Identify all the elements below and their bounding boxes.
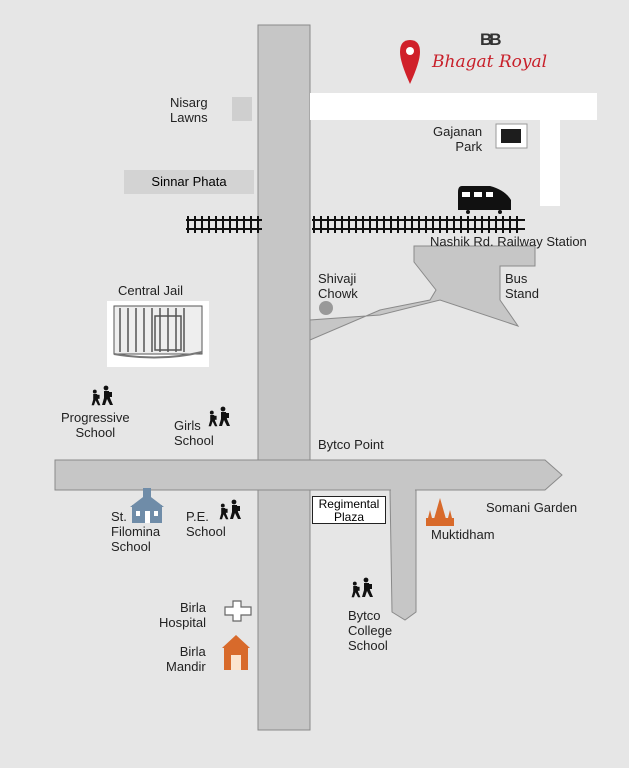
temple-icon: [426, 498, 454, 526]
branch-road-south: [389, 489, 417, 621]
label-muktidham: Muktidham: [431, 527, 495, 542]
label-st-filomina-school: St. Filomina School: [111, 509, 161, 554]
park-icon: [495, 123, 528, 149]
school-children-icon: [351, 577, 373, 598]
label-central-jail: Central Jail: [118, 283, 184, 298]
church-icon: [130, 488, 164, 523]
label-birla-mandir: Birla Mandir: [166, 644, 206, 674]
school-children-icon: [91, 385, 113, 406]
label-bytco-college-school: Bytco College School: [348, 608, 393, 653]
temple-icon: [222, 635, 250, 670]
label-bytco-point: Bytco Point: [318, 437, 384, 452]
label-regimental-plaza: Regimental Plaza: [312, 496, 386, 524]
map-pin-icon: [400, 40, 420, 84]
road-to-gajanan-park: [310, 93, 597, 206]
label-pe-school: P.E. School: [186, 509, 226, 539]
railway-track: [186, 216, 525, 233]
school-children-icon: [219, 499, 241, 520]
label-girls-school: Girls School: [174, 418, 214, 448]
brand-name: Bhagat Royal: [432, 52, 548, 72]
shivaji-chowk-marker: [319, 301, 333, 315]
label-birla-hospital: Birla Hospital: [159, 600, 206, 630]
jail-icon: [107, 301, 209, 367]
road-to-bus-stand: [309, 245, 536, 341]
brand-logo: BB: [480, 30, 501, 49]
label-sinnar-phata: Sinnar Phata: [124, 170, 254, 194]
nisarg-lawns-marker: [232, 97, 252, 121]
hospital-cross-icon: [224, 600, 252, 622]
label-nisarg-lawns: Nisarg Lawns: [170, 95, 208, 125]
main-road-vertical: [257, 24, 311, 731]
label-gajanan-park: Gajanan Park: [433, 124, 483, 154]
school-children-icon: [208, 406, 230, 427]
train-icon: [458, 186, 511, 214]
label-railway-station: Nashik Rd. Railway Station: [430, 234, 587, 249]
label-progressive-school: Progressive School: [61, 410, 130, 440]
label-bus-stand: Bus Stand: [505, 271, 539, 301]
label-shivaji-chowk: Shivaji Chowk: [318, 271, 358, 301]
label-somani-garden: Somani Garden: [486, 500, 578, 515]
